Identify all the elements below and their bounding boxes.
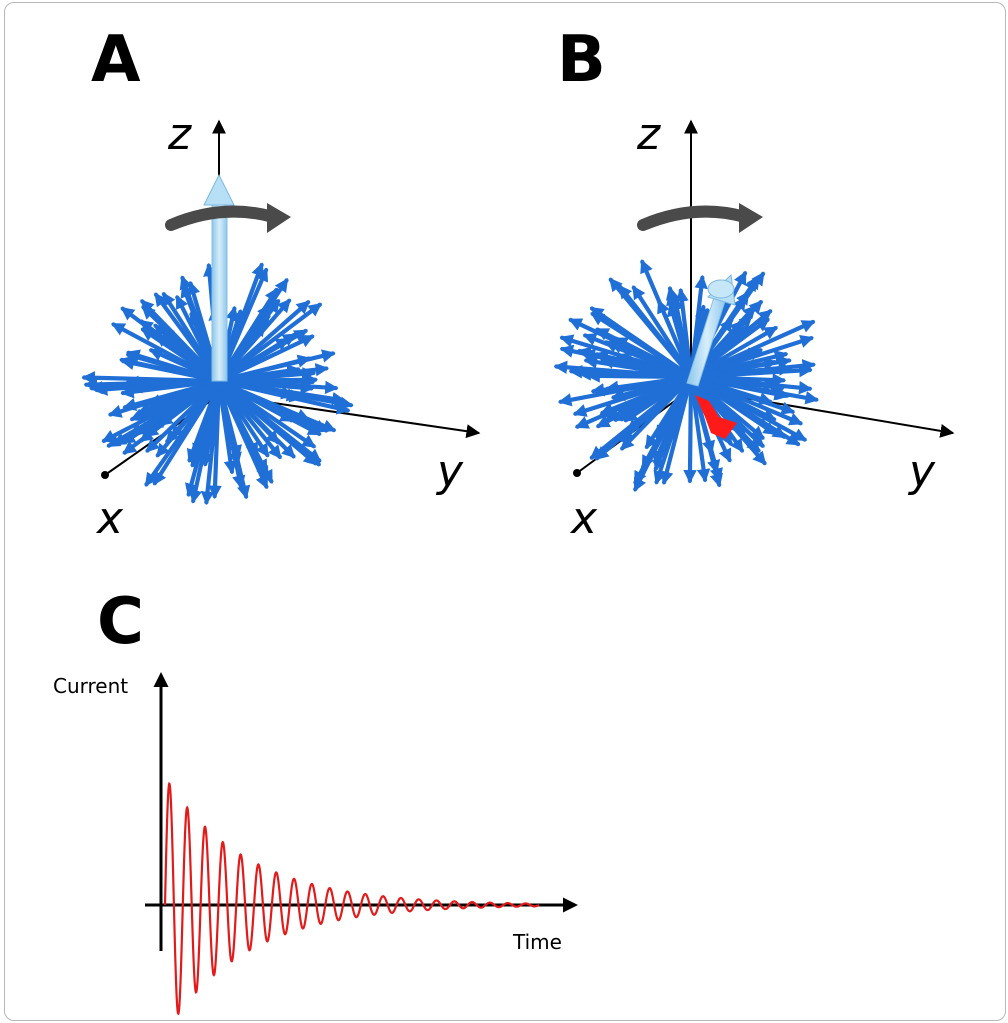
spin-arrow [693,325,778,376]
spin-arrow [582,333,688,377]
spin-arrow [129,382,217,436]
spin-arrow [220,383,296,459]
panel-b-rf-pulse-arrow [695,395,737,439]
spin-arrow [160,326,217,379]
spin-arrow [222,381,322,436]
spin-arrow [208,384,222,500]
spin-arrow [694,359,816,379]
spin-arrow [595,327,688,377]
spin-arrow [128,379,216,394]
spin-arrow [137,381,216,415]
panel-a-letter: A [91,23,141,97]
panel-a-y-label: y [435,446,464,497]
spin-arrow [693,379,765,440]
spin-arrow [694,319,816,377]
spin-arrow [161,291,219,378]
spin-arrow [218,384,242,467]
spin-arrow [590,311,689,376]
spin-arrow [572,376,688,417]
spin-arrow [693,309,773,376]
spin-arrow [125,351,216,382]
spin-arrow [218,262,265,378]
spin-arrow [589,378,689,460]
spin-arrow [568,365,688,379]
spin-arrow [665,286,692,374]
spin-arrow [683,380,697,484]
spin-arrow [111,322,216,381]
panel-c-y-axis-label: Current [53,674,128,698]
spin-arrow [175,295,219,378]
spin-arrow [188,384,220,504]
figure-frame: A z y x B z y x [4,2,1006,1021]
spin-arrow [179,275,220,378]
panel-a-net-magnetization-arrow [203,173,235,382]
spin-arrow [694,377,804,426]
spin-arrow [693,378,787,439]
spin-arrow [692,379,761,453]
spin-arrow [640,259,691,374]
spin-arrow [152,384,219,486]
spin-arrow [689,380,711,483]
figure-canvas: A z y x B z y x [53,23,955,1016]
spin-arrow [221,300,311,379]
panel-b-precession-arrow [637,205,751,231]
spin-arrow [694,375,785,394]
spin-arrow [653,380,691,465]
spin-arrow [608,277,690,375]
panel-b-net-magnetization-arrow [686,273,736,387]
panel-b-spin-cluster [553,259,819,492]
spin-arrow [220,278,289,378]
spin-arrow [219,384,268,474]
spin-arrow [221,382,322,463]
spin-arrow [220,383,282,459]
panel-b-y-label: y [907,446,936,497]
spin-arrow [221,328,308,380]
spin-arrow [600,355,688,378]
spin-arrow [631,285,691,374]
spin-arrow [604,375,688,394]
panel-b: B z y x [553,23,955,544]
panel-c: C Current Time [53,585,578,1016]
panel-c-letter: C [97,585,144,659]
panel-a-precession-arrowhead [267,203,291,233]
panel-b-precession-arrowhead [739,203,763,233]
spin-arrow [694,350,789,378]
panel-b-z-label: z [636,109,661,160]
spin-arrow [192,384,220,458]
spin-arrow [222,380,304,403]
panel-a: A z y x [81,23,481,544]
spin-arrow [222,367,317,383]
panel-c-signal-curve [163,781,540,1016]
spin-arrow [222,379,339,395]
panel-a-x-axis-end-dot [101,471,109,479]
panel-a-x-label: x [95,493,124,544]
panel-b-x-label: x [569,493,598,544]
spin-arrow [660,380,692,485]
panel-b-x-axis-end-dot [573,469,581,477]
spin-arrow [222,349,336,382]
panel-b-letter: B [557,23,606,97]
panel-a-z-label: z [167,109,192,160]
panel-a-precession-arrow [165,205,279,231]
spin-arrow [620,379,690,451]
panel-c-x-axis-label: Time [512,930,562,954]
